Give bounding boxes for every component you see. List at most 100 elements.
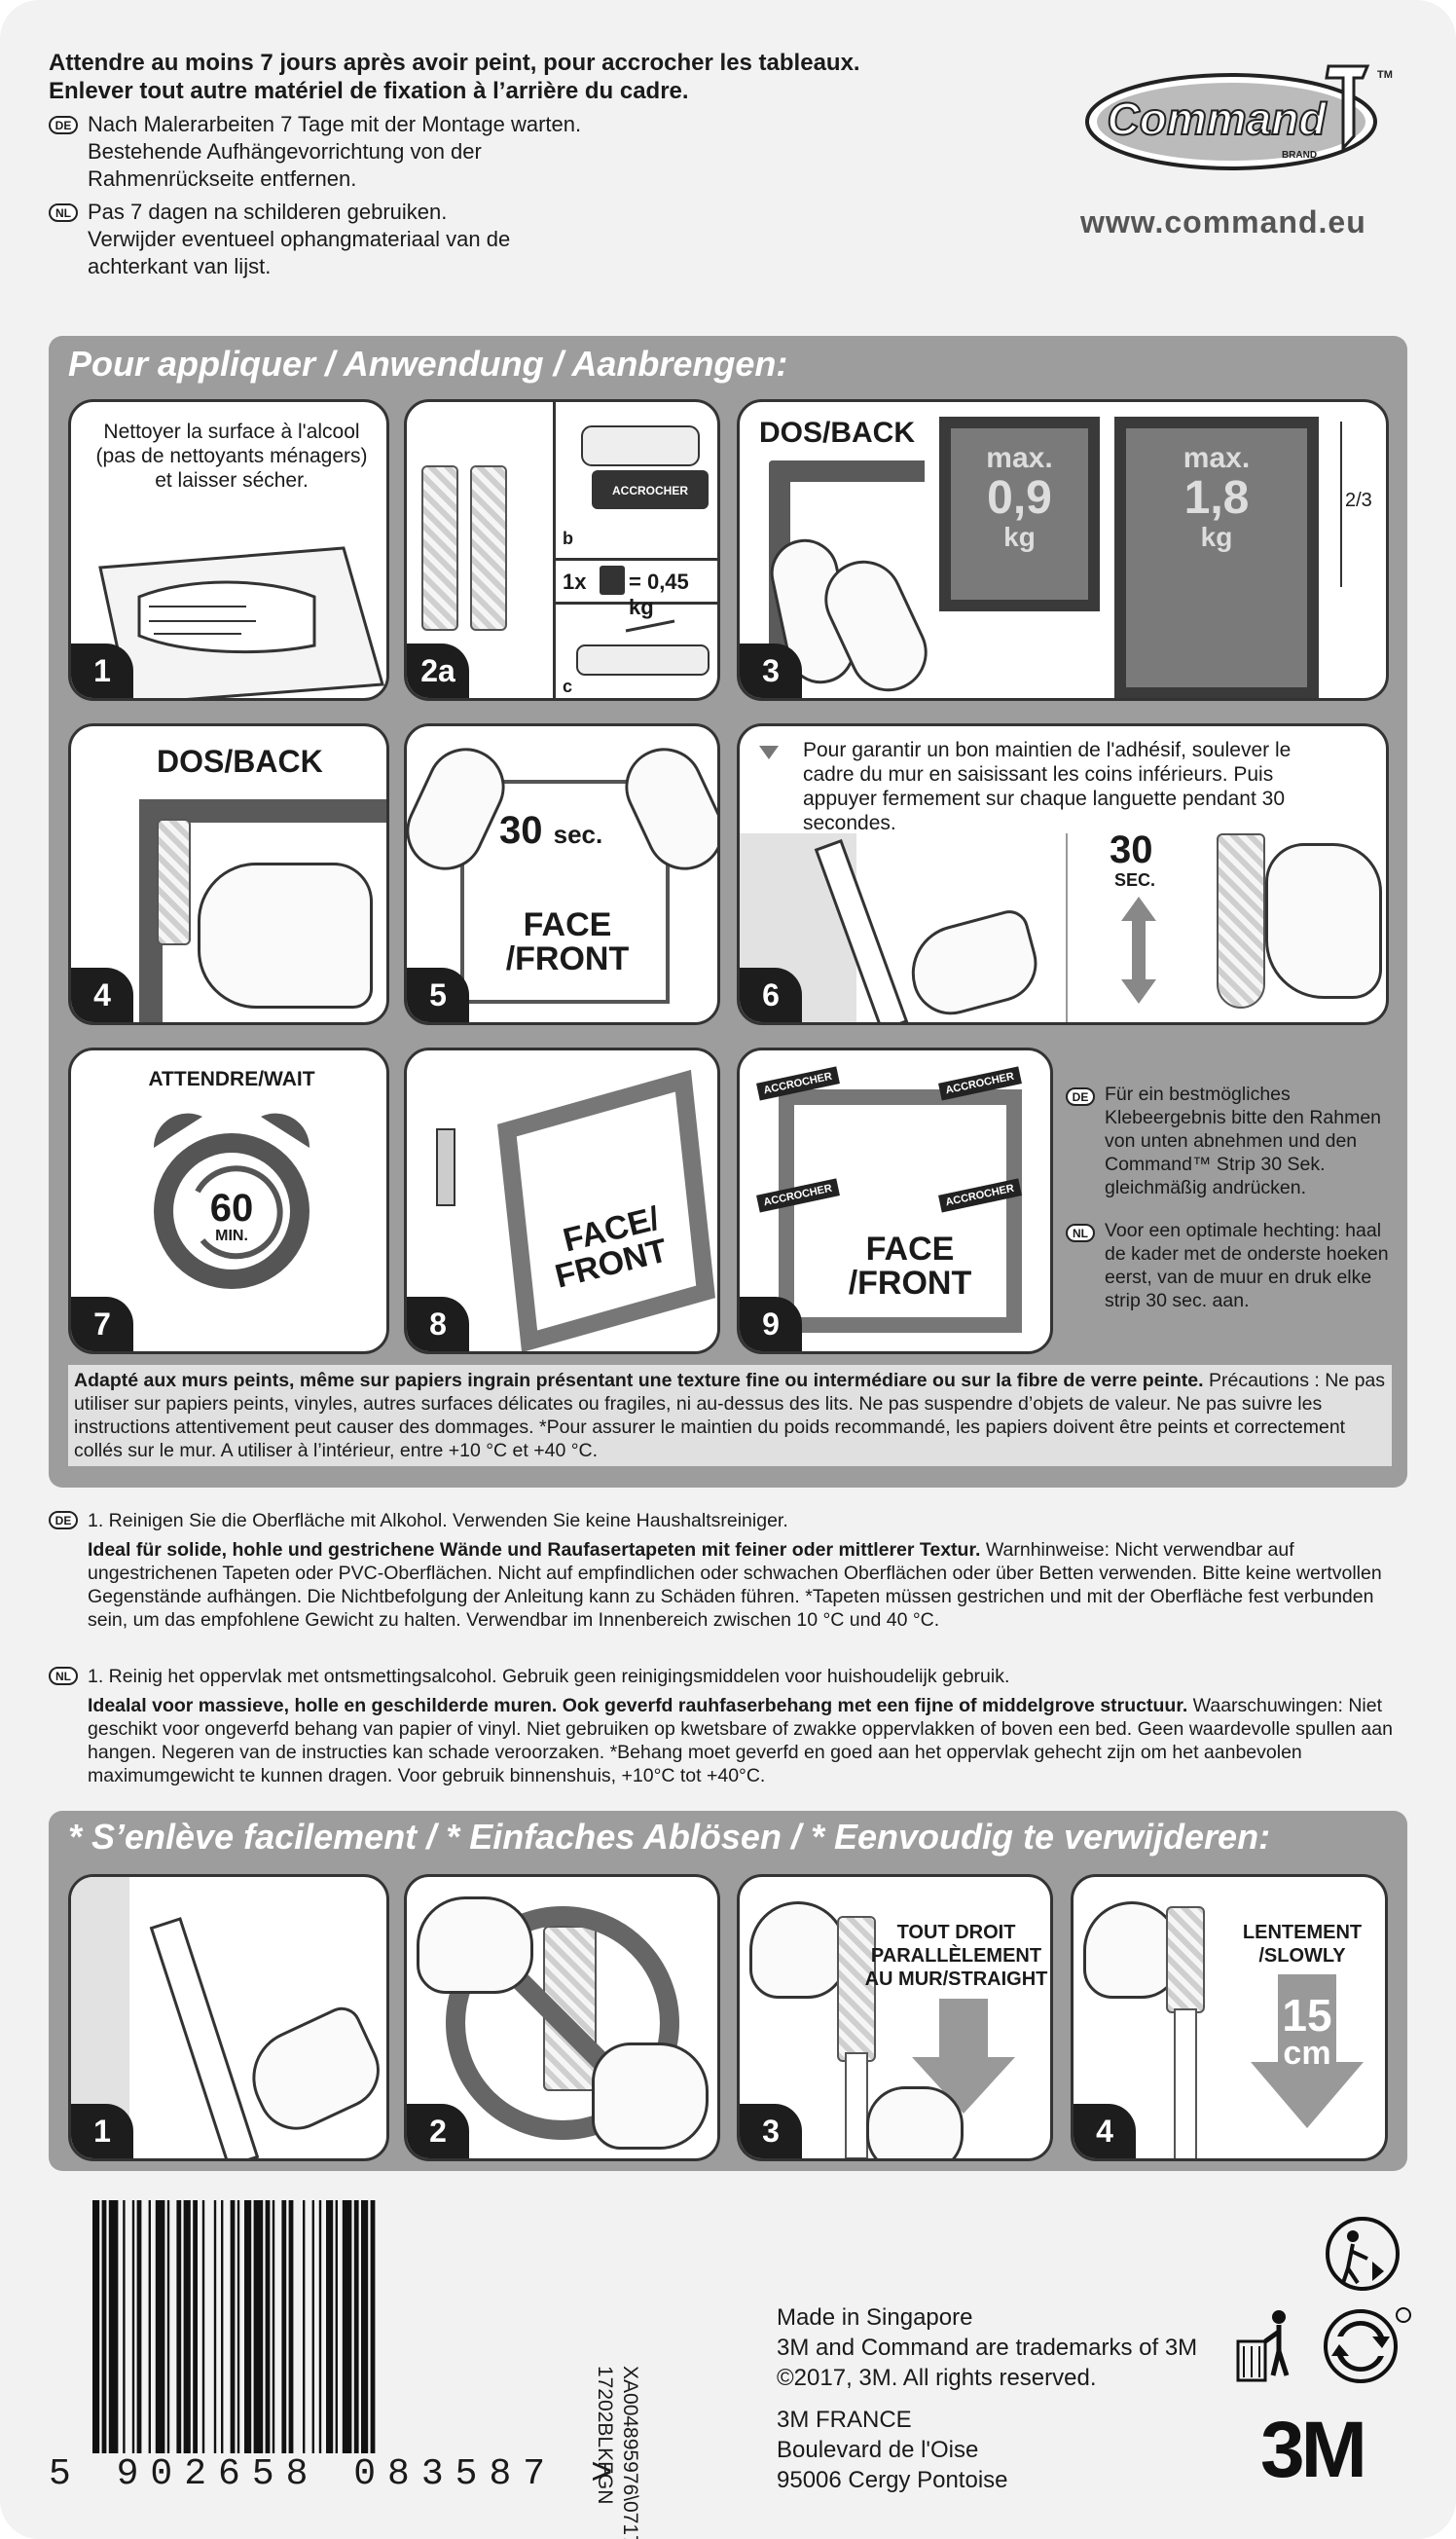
ratio-line bbox=[1340, 422, 1342, 587]
nl-press-text: Voor een optimale hechting: haal de kade… bbox=[1105, 1220, 1389, 1311]
address-line-3: 95006 Cergy Pontoise bbox=[777, 2467, 1008, 2493]
remove-title: * S’enlève facilement / * Einfaches Ablö… bbox=[68, 1817, 1271, 1857]
fr-precautions-text: Précautions : Ne pas utiliser sur papier… bbox=[74, 1370, 1386, 1461]
face-label: FACE bbox=[523, 906, 612, 943]
ratio-label: 2/3 bbox=[1345, 490, 1372, 511]
remove-step-2-number: 2 bbox=[407, 2104, 469, 2158]
front-label: /FRONT bbox=[848, 1265, 972, 1302]
barcode bbox=[92, 2200, 376, 2453]
step-3-label: DOS/BACK bbox=[759, 417, 916, 449]
nl-badge: NL bbox=[49, 1667, 78, 1685]
nl-badge: NL bbox=[49, 203, 78, 222]
step-4-number: 4 bbox=[71, 968, 133, 1022]
de-step-1: 1. Reinigen Sie die Oberfläche mit Alkoh… bbox=[88, 1510, 788, 1531]
step-2c-letter: c bbox=[563, 677, 573, 696]
bin-person-icon bbox=[1236, 2310, 1290, 2382]
strip-pair-icon bbox=[600, 566, 625, 595]
header-warnings: Attendre au moins 7 jours après avoir pe… bbox=[49, 49, 1022, 280]
address-line-2: Boulevard de l'Oise bbox=[777, 2437, 979, 2463]
nl-warning-text: Waarschuwingen: Niet geschikt voor ongev… bbox=[88, 1695, 1393, 1786]
remove-step-3-number: 3 bbox=[740, 2104, 802, 2158]
press-time-value: 30 bbox=[499, 809, 543, 852]
brand-name: Command bbox=[1108, 93, 1328, 144]
slowly-line-1: LENTEMENT bbox=[1242, 1922, 1363, 1943]
step-1-text: Nettoyer la surface à l'alcool (pas de n… bbox=[95, 421, 368, 492]
step-2b-letter: b bbox=[563, 529, 573, 548]
step-6-time: 30 bbox=[1110, 828, 1153, 871]
front-label: /FRONT bbox=[505, 940, 630, 977]
product-code-1: XA004895976\0717 bbox=[619, 2366, 641, 2539]
nl-bold-text: Idealal voor massieve, holle en geschild… bbox=[88, 1695, 1188, 1716]
max-value: 0,9 bbox=[987, 472, 1052, 524]
fr-precautions-bold: Adapté aux murs peints, même sur papiers… bbox=[74, 1370, 1204, 1391]
press-time: 30 sec. bbox=[499, 809, 602, 853]
nl-step-1: 1. Reinig het oppervlak met ontsmettings… bbox=[88, 1666, 1010, 1687]
straight-line-1: TOUT DROIT bbox=[896, 1922, 1016, 1943]
max-unit: kg bbox=[1200, 522, 1233, 552]
hand-icon bbox=[417, 1896, 533, 1994]
copyright: ©2017, 3M. All rights reserved. bbox=[777, 2365, 1097, 2391]
down-arrow-icon bbox=[912, 1999, 1015, 2114]
step-4-label: DOS/BACK bbox=[157, 744, 323, 779]
3m-logo: 3M bbox=[1260, 2406, 1367, 2494]
de-instructions: DE 1. Reinigen Sie die Oberfläche mit Alk… bbox=[49, 1509, 1411, 1632]
de-badge: DE bbox=[49, 1511, 78, 1529]
strip-icon bbox=[157, 819, 191, 945]
distance-unit: cm bbox=[1283, 2035, 1331, 2072]
remove-step-4-number: 4 bbox=[1074, 2104, 1136, 2158]
strip-icon bbox=[1217, 833, 1265, 1009]
cloth-hand-icon bbox=[98, 546, 384, 698]
step-7-panel: ATTENDRE/WAIT 60 MIN. 7 bbox=[68, 1048, 389, 1354]
strip-icon bbox=[470, 465, 507, 631]
step-2-number: 2a bbox=[407, 644, 469, 698]
website-url: www.command.eu bbox=[1080, 204, 1366, 239]
slowly-line-2: /SLOWLY bbox=[1258, 1945, 1346, 1967]
straight-line-2: PARALLÈLEMENT bbox=[870, 1945, 1042, 1967]
brand-sub: BRAND bbox=[1282, 150, 1317, 161]
product-code-2: 17202BLKFGN bbox=[594, 2366, 616, 2505]
step-2-panel: ACCROCHER b 1x = 0,45 kg c 2a bbox=[404, 399, 720, 701]
step-9-number: 9 bbox=[740, 1297, 802, 1351]
tab-icon bbox=[1174, 2008, 1197, 2158]
max-value: 1,8 bbox=[1183, 472, 1250, 524]
weight-value: = 0,45 kg bbox=[629, 570, 689, 619]
de-badge: DE bbox=[1066, 1087, 1095, 1106]
wait-unit: MIN. bbox=[215, 1228, 248, 1244]
wall-hook-icon bbox=[436, 1128, 455, 1206]
press-time-unit: sec. bbox=[553, 820, 603, 849]
address-line-1: 3M FRANCE bbox=[777, 2407, 912, 2433]
max-label: max. bbox=[986, 442, 1053, 474]
step-9-panel: ACCROCHER ACCROCHER ACCROCHER ACCROCHER … bbox=[737, 1048, 1053, 1354]
nl-press-note: NL Voor een optimale hechting: haal de k… bbox=[1066, 1219, 1397, 1312]
frame-side bbox=[149, 1917, 260, 2158]
de-badge: DE bbox=[49, 116, 78, 134]
nl-warning: NL Pas 7 dagen na schilderen gebruiken. … bbox=[49, 199, 535, 280]
strip-icon bbox=[1166, 1906, 1205, 2013]
de-press-text: Für ein bestmögliches Klebeergebnis bitt… bbox=[1105, 1084, 1382, 1198]
remove-step-4-panel: LENTEMENT /SLOWLY 15 cm 4 bbox=[1071, 1874, 1388, 2161]
strip-icon bbox=[421, 465, 458, 631]
step-6-panel: Pour garantir un bon maintien de l'adhés… bbox=[737, 723, 1389, 1025]
step-1-panel: Nettoyer la surface à l'alcool (pas de n… bbox=[68, 399, 389, 701]
accrocher-label: ACCROCHER bbox=[612, 484, 688, 497]
weight-multiplier: 1x bbox=[563, 570, 587, 594]
apply-title: Pour appliquer / Anwendung / Aanbrengen: bbox=[68, 344, 788, 384]
distance-value: 15 bbox=[1282, 1990, 1332, 2041]
down-arrow-icon bbox=[1251, 1974, 1364, 2128]
nl-warning-text: Pas 7 dagen na schilderen gebruiken. Ver… bbox=[88, 200, 511, 278]
straight-line-3: AU MUR/STRAIGHT bbox=[864, 1969, 1048, 1990]
max-weight-large: max. 1,8 kg bbox=[1114, 417, 1319, 698]
de-bold-text: Ideal für solide, hohle und gestrichene … bbox=[88, 1539, 981, 1561]
step-3-number: 3 bbox=[740, 644, 802, 698]
hand-icon bbox=[866, 2086, 964, 2158]
frame-front bbox=[460, 780, 670, 1004]
straight-label: TOUT DROIT PARALLÈLEMENT AU MUR/STRAIGHT bbox=[856, 1921, 1050, 1991]
step-5-panel: 30 sec. FACE /FRONT 5 bbox=[404, 723, 720, 1025]
de-warning: DE Nach Malerarbeiten 7 Tage mit der Mon… bbox=[49, 111, 594, 193]
hand-icon bbox=[749, 1901, 847, 1999]
slowly-label: LENTEMENT /SLOWLY bbox=[1219, 1921, 1385, 1968]
hand-icon bbox=[1265, 843, 1382, 999]
wait-time: 60 bbox=[209, 1187, 254, 1230]
command-logo: Command BRAND TM bbox=[1085, 64, 1393, 170]
